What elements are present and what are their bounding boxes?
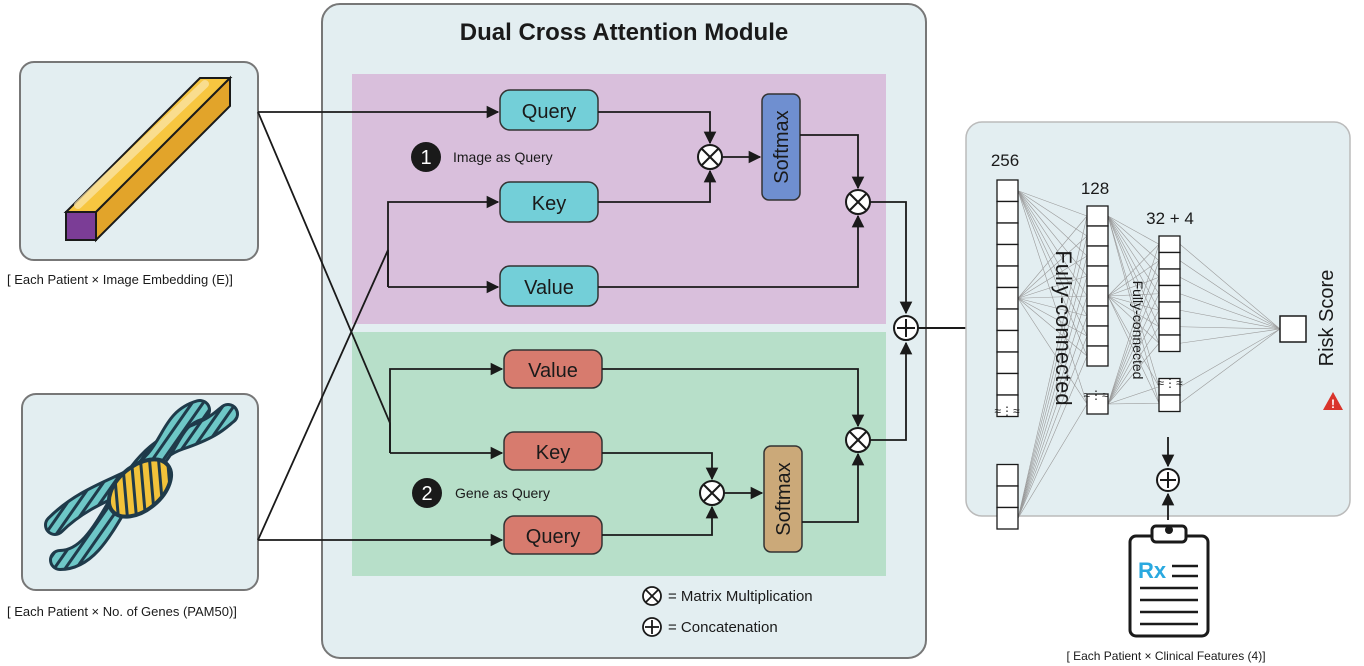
svg-text:Softmax: Softmax xyxy=(773,462,795,535)
neuron-cell xyxy=(1086,205,1109,227)
image-softmax-box: Softmax xyxy=(761,93,801,201)
neuron-cell xyxy=(1158,317,1181,336)
network-connections xyxy=(1017,190,1281,519)
fc1-label: Fully-connected xyxy=(1051,250,1076,405)
neuron-cell xyxy=(1086,225,1109,247)
network-panel xyxy=(965,121,1351,517)
svg-text:Value: Value xyxy=(528,360,578,382)
legend-mult: = Matrix Multiplication xyxy=(642,586,813,606)
neuron-cell xyxy=(1086,345,1109,367)
module-title: Dual Cross Attention Module xyxy=(460,19,788,46)
neuron-cell xyxy=(996,243,1019,267)
svg-text:1: 1 xyxy=(420,147,431,169)
image-caption: [ Each Patient × Image Embedding (E)] xyxy=(7,272,233,287)
layer-128 xyxy=(1086,205,1109,415)
layer-32-plus-4 xyxy=(1158,235,1181,413)
image-as-query-label: Image as Query xyxy=(453,149,553,165)
gene-step-badge: 2 xyxy=(412,478,442,508)
neuron-cell xyxy=(996,372,1019,396)
layer3-size: 32 + 4 xyxy=(1146,209,1194,228)
image-key-box: Key xyxy=(499,181,599,223)
neuron-cell xyxy=(1158,268,1181,287)
neuron-cell xyxy=(1086,393,1109,415)
gene-value-box: Value xyxy=(503,349,603,389)
matmul-icon xyxy=(845,427,871,453)
neuron-cell xyxy=(996,394,1019,418)
layer-256 xyxy=(996,179,1019,530)
clinical-caption: [ Each Patient × Clinical Features (4)] xyxy=(1066,649,1265,663)
neuron-cell xyxy=(1158,394,1181,413)
gene-caption: [ Each Patient × No. of Genes (PAM50)] xyxy=(7,604,237,619)
neuron-cell xyxy=(996,222,1019,246)
clipboard-icon: Rx xyxy=(1128,524,1210,638)
svg-text:= Concatenation: = Concatenation xyxy=(668,619,778,636)
layer3-ellipsis: ≈⋮≈ xyxy=(1157,376,1183,390)
matmul-icon xyxy=(845,189,871,215)
neuron-cell xyxy=(1086,265,1109,287)
neuron-cell xyxy=(996,286,1019,310)
cross-input-lines xyxy=(257,111,391,541)
layer2-size: 128 xyxy=(1081,179,1109,198)
neuron-cell xyxy=(1086,245,1109,267)
neuron-cell xyxy=(1158,284,1181,303)
concat-icon xyxy=(1156,468,1180,492)
risk-score-label: Risk Score xyxy=(1316,270,1338,367)
image-value-box: Value xyxy=(499,265,599,307)
svg-text:= Matrix Multiplication: = Matrix Multiplication xyxy=(668,588,813,605)
image-step-badge: 1 xyxy=(411,142,441,172)
neuron-cell xyxy=(1158,251,1181,270)
svg-text:Query: Query xyxy=(522,101,576,123)
neuron-cell xyxy=(996,329,1019,353)
image-query-box: Query xyxy=(499,89,599,131)
gene-input xyxy=(21,393,259,591)
svg-text:Value: Value xyxy=(524,277,574,299)
gene-query-box: Query xyxy=(503,515,603,555)
svg-text:Rx: Rx xyxy=(1138,558,1167,583)
svg-text:Key: Key xyxy=(532,193,566,215)
neuron-cell xyxy=(1086,325,1109,347)
gene-key-box: Key xyxy=(503,431,603,471)
layer1-size: 256 xyxy=(991,151,1019,170)
layer2-ellipsis: ≈⋮≈ xyxy=(1083,388,1109,402)
image-embedding-input xyxy=(19,61,259,261)
neuron-cell xyxy=(1158,235,1181,254)
gene-branch-arrows xyxy=(258,341,913,547)
layer1-ellipsis: ≈⋮≈ xyxy=(994,404,1020,418)
neuron-cell xyxy=(996,179,1019,203)
svg-text:Key: Key xyxy=(536,442,570,464)
neuron-cell xyxy=(1086,305,1109,327)
concat-icon xyxy=(893,315,919,341)
neuron-cell xyxy=(1158,301,1181,320)
image-branch-arrows xyxy=(258,105,913,315)
legend-concat: = Concatenation xyxy=(642,617,778,637)
output-node xyxy=(1279,315,1307,343)
gene-softmax-box: Softmax xyxy=(763,445,803,553)
svg-text:2: 2 xyxy=(421,483,432,505)
neuron-cell xyxy=(996,265,1019,289)
gene-as-query-label: Gene as Query xyxy=(455,485,550,501)
svg-text:!: ! xyxy=(1331,397,1335,411)
svg-text:Softmax: Softmax xyxy=(771,110,793,183)
matmul-icon xyxy=(699,480,725,506)
neuron-cell xyxy=(996,485,1019,509)
matmul-icon xyxy=(697,144,723,170)
neuron-cell xyxy=(1086,285,1109,307)
warning-icon: ! xyxy=(1323,392,1343,411)
neuron-cell xyxy=(996,351,1019,375)
neuron-cell xyxy=(996,200,1019,224)
neuron-cell xyxy=(996,506,1019,530)
svg-text:Query: Query xyxy=(526,526,580,548)
fc2-label: Fully-connected xyxy=(1130,281,1146,380)
neuron-cell xyxy=(996,463,1019,487)
neuron-cell xyxy=(996,308,1019,332)
neuron-cell xyxy=(1158,334,1181,353)
